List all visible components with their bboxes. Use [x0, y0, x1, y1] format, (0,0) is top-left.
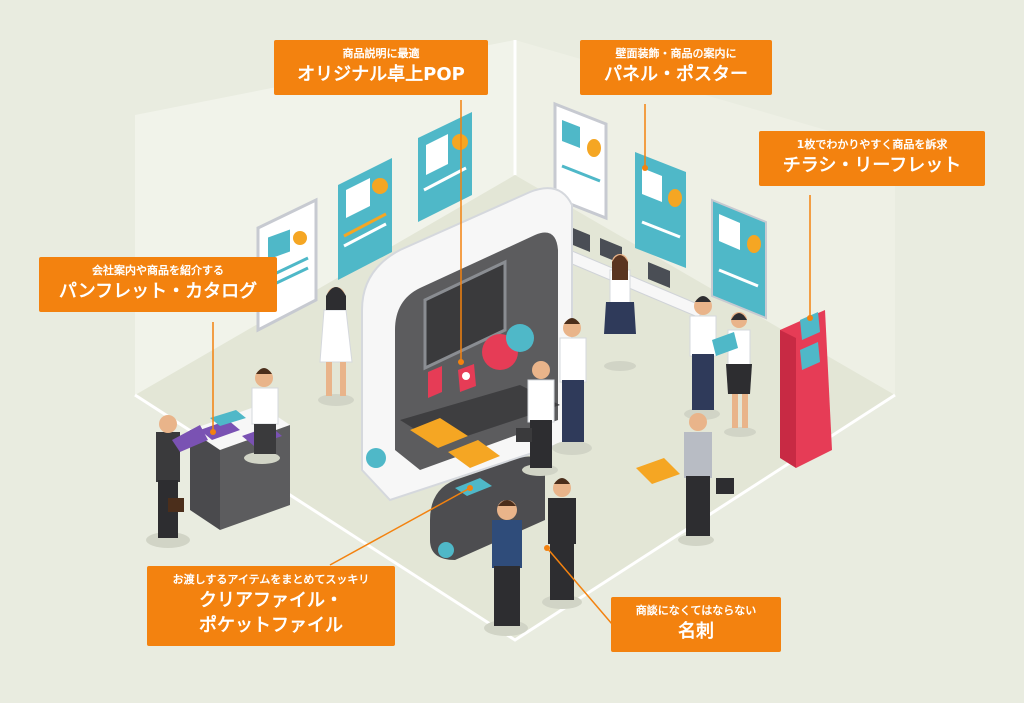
wall-poster: [553, 101, 608, 221]
callout-tabletop-pop: 商品説明に最適 オリジナル卓上POP: [274, 40, 488, 95]
reception-desk-front: [190, 430, 220, 530]
floor-leaflet: [636, 458, 680, 484]
flyer-stand-side: [780, 330, 796, 468]
wall-poster: [635, 152, 686, 268]
leader-dot: [544, 545, 550, 551]
booth-side-badge: [366, 448, 386, 468]
callout-title: チラシ・リーフレット: [782, 155, 962, 176]
callout-title: パネル・ポスター: [604, 64, 748, 85]
callout-subtitle: 商品説明に最適: [342, 47, 420, 60]
desk-badge: [438, 542, 454, 558]
callout-subtitle: お渡しするアイテムをまとめてスッキリ: [172, 573, 370, 586]
callout-subtitle: 会社案内や商品を紹介する: [92, 264, 224, 277]
person: [542, 478, 582, 609]
wall-poster: [418, 112, 472, 222]
callout-clear-file: お渡しするアイテムをまとめてスッキリ クリアファイル・ ポケットファイル: [147, 566, 395, 646]
callout-pamphlet-catalog: 会社案内や商品を紹介する パンフレット・カタログ: [39, 257, 277, 312]
person: [604, 254, 636, 371]
flyer-stand-leaflet: [800, 342, 820, 370]
person: [712, 312, 756, 437]
callout-panel-poster: 壁面装飾・商品の案内に パネル・ポスター: [580, 40, 772, 95]
booth-logo-teal: [506, 324, 534, 352]
flyer-stand-leaflet: [800, 312, 820, 340]
leader-line: [546, 547, 613, 625]
leader-dot: [467, 485, 473, 491]
flyers-on-counter: [410, 418, 468, 448]
front-desk: [430, 456, 545, 560]
wall-poster: [711, 198, 767, 320]
person: [244, 368, 280, 464]
person: [678, 413, 734, 546]
callout-flyer-leaflet: 1枚でわかりやすく商品を訴求 チラシ・リーフレット: [759, 131, 985, 186]
callout-title-line2: ポケットファイル: [199, 615, 343, 636]
callout-subtitle: 商談になくてはならない: [635, 604, 757, 617]
callout-subtitle: 壁面装飾・商品の案内に: [615, 47, 737, 60]
person: [552, 318, 592, 455]
pamphlet: [200, 420, 240, 440]
callout-title: オリジナル卓上POP: [297, 64, 465, 85]
laptop: [568, 226, 590, 252]
leader-dot: [458, 359, 464, 365]
leader-line: [329, 487, 471, 566]
person: [146, 415, 208, 548]
callout-title: クリアファイル・: [199, 590, 343, 611]
leader-dot: [807, 315, 813, 321]
wall-poster: [338, 158, 392, 280]
booth-monitor: [423, 259, 507, 371]
pamphlet: [210, 410, 246, 426]
callout-business-card: 商談になくてはならない 名刺: [611, 597, 781, 652]
room-right-wall: [515, 40, 895, 395]
callout-title: パンフレット・カタログ: [58, 281, 258, 302]
callout-title: 名刺: [678, 621, 714, 642]
tabletop-pop: [428, 364, 476, 398]
person: [516, 361, 558, 476]
person: [484, 500, 528, 636]
leader-dot: [210, 429, 216, 435]
flyers-on-counter: [448, 440, 500, 468]
laptop: [648, 262, 670, 288]
leader-dot: [642, 165, 648, 171]
person: [318, 287, 354, 406]
callout-subtitle: 1枚でわかりやすく商品を訴求: [796, 138, 948, 151]
